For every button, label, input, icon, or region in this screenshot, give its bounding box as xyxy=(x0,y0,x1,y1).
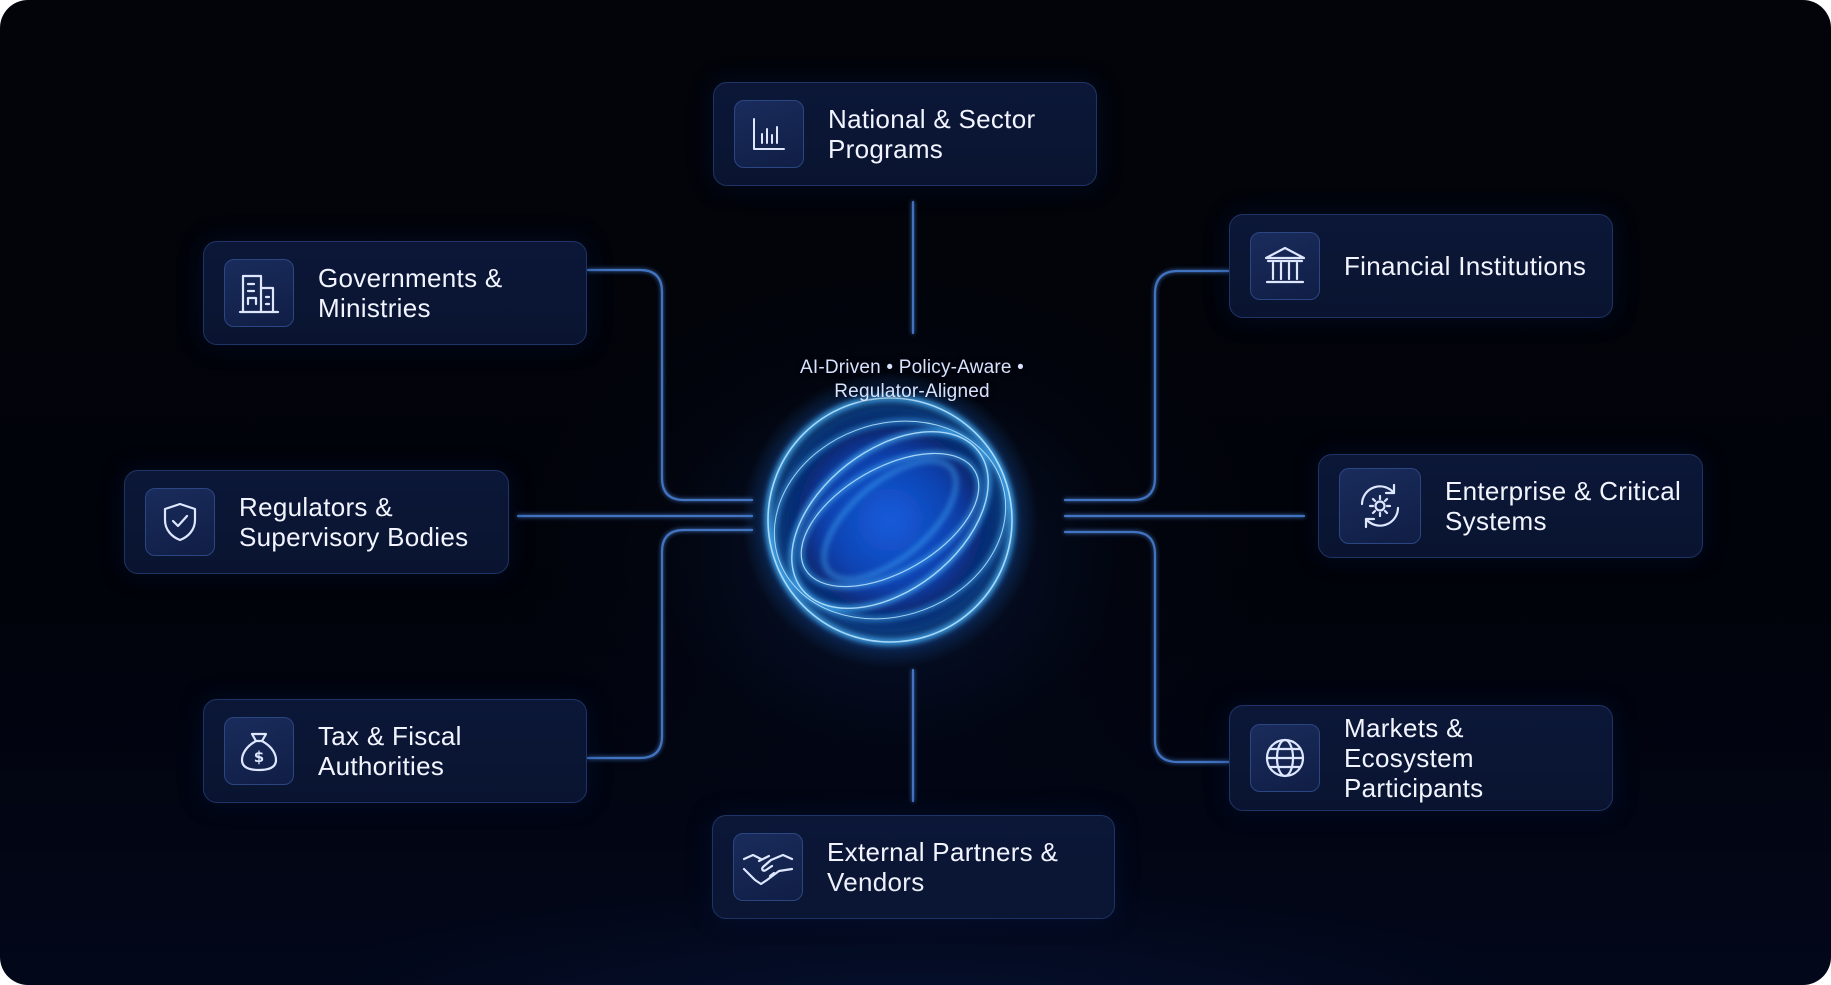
shield-check-icon xyxy=(145,488,215,556)
node-label-financial: Financial Institutions xyxy=(1344,251,1587,281)
connector-financial xyxy=(1063,269,1231,502)
connector-tax xyxy=(586,528,754,760)
connector-governments xyxy=(586,268,754,502)
svg-text:$: $ xyxy=(254,748,264,766)
node-governments-ministries[interactable]: Governments & Ministries xyxy=(203,241,587,345)
bar-chart-icon xyxy=(734,100,804,168)
bank-icon xyxy=(1250,232,1320,300)
ai-orb-hub xyxy=(742,372,1038,668)
node-regulators-supervisory-bodies[interactable]: Regulators & Supervisory Bodies xyxy=(124,470,509,574)
gear-sync-icon xyxy=(1339,468,1421,544)
node-label-tax: Tax & Fiscal Authorities xyxy=(318,721,462,781)
globe-icon xyxy=(1250,724,1320,792)
node-tax-fiscal-authorities[interactable]: $ Tax & Fiscal Authorities xyxy=(203,699,587,803)
node-financial-institutions[interactable]: Financial Institutions xyxy=(1229,214,1613,318)
node-label-regulators: Regulators & Supervisory Bodies xyxy=(239,492,469,552)
money-bag-icon: $ xyxy=(224,717,294,785)
building-icon xyxy=(224,259,294,327)
node-external-partners-vendors[interactable]: External Partners & Vendors xyxy=(712,815,1115,919)
node-label-enterprise: Enterprise & Critical Systems xyxy=(1445,476,1682,536)
node-markets-ecosystem-participants[interactable]: Markets & Ecosystem Participants xyxy=(1229,705,1613,811)
node-label-markets: Markets & Ecosystem Participants xyxy=(1344,713,1484,803)
node-national-sector-programs[interactable]: National & Sector Programs xyxy=(713,82,1097,186)
node-label-partners: External Partners & Vendors xyxy=(827,837,1059,897)
hub-caption-line-2: Regulator-Aligned xyxy=(834,381,990,402)
node-enterprise-critical-systems[interactable]: Enterprise & Critical Systems xyxy=(1318,454,1703,558)
hub-caption-line-1: AI-Driven • Policy-Aware • xyxy=(799,357,1025,378)
hub-caption: AI-Driven • Policy-Aware • Regulator-Ali… xyxy=(760,356,1064,404)
node-label-national: National & Sector Programs xyxy=(828,104,1036,164)
handshake-icon xyxy=(733,833,803,901)
node-label-governments: Governments & Ministries xyxy=(318,263,503,323)
connector-markets xyxy=(1063,530,1231,764)
